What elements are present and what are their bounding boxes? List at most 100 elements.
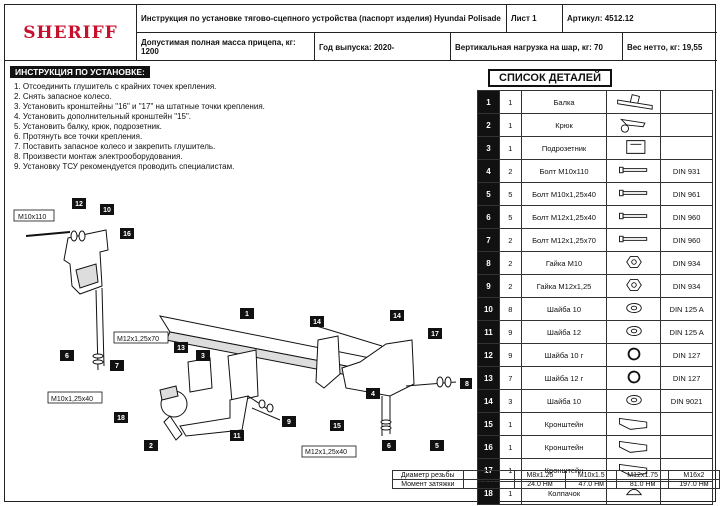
callout-number: 3 xyxy=(201,353,205,360)
socket-bracket-drawing xyxy=(187,357,213,393)
bolt-icon xyxy=(606,205,662,229)
callout-badge: 12 xyxy=(72,198,86,209)
callout-badge: 5 xyxy=(430,440,444,451)
thread-diameter: М16х2 xyxy=(667,470,720,480)
callout-number: 1 xyxy=(245,311,249,318)
bolt-icon xyxy=(606,182,662,206)
part-number: 2 xyxy=(477,113,500,137)
callout-badge: 1 xyxy=(240,308,254,319)
center-mount-drawing xyxy=(227,349,259,403)
instruction-step: 9. Установку ТСУ рекомендуется проводить… xyxy=(14,162,235,171)
article-number: Артикул: 4512.12 xyxy=(563,5,717,33)
part-standard xyxy=(660,113,713,137)
part-name: Подрозетник xyxy=(520,136,608,160)
label-m10x110: М10х110 xyxy=(18,214,46,221)
callout-badge: 6 xyxy=(60,350,74,361)
part-quantity: 9 xyxy=(498,343,522,367)
part-name: Гайка М10 xyxy=(520,251,608,275)
callout-number: 9 xyxy=(287,419,291,426)
beam-icon xyxy=(606,90,662,114)
instruction-step: 1. Отсоединить глушитель с крайних точек… xyxy=(14,82,217,91)
part-number: 7 xyxy=(477,228,500,252)
callout-number: 17 xyxy=(431,331,439,338)
callout-number: 18 xyxy=(117,415,125,422)
part-quantity: 5 xyxy=(498,205,522,229)
callout-badge: 18 xyxy=(114,412,128,423)
part-standard: DIN 9021 xyxy=(660,389,713,413)
logo-text: SHERIFF xyxy=(23,23,118,43)
part-number: 5 xyxy=(477,182,500,206)
part-number: 16 xyxy=(477,435,500,459)
tightening-torque: 9.8 Нм xyxy=(462,479,515,489)
callout-number: 16 xyxy=(123,231,131,238)
part-number: 4 xyxy=(477,159,500,183)
label-m12x40: М12х1,25х40 xyxy=(305,449,347,456)
part-quantity: 2 xyxy=(498,251,522,275)
label-m10x40: М10х1,25х40 xyxy=(51,396,93,403)
vertical-load: Вертикальная нагрузка на шар, кг: 70 xyxy=(451,33,623,61)
callout-badge: 14 xyxy=(390,310,404,321)
callout-badge: 6 xyxy=(382,440,396,451)
callout-badge: 2 xyxy=(144,440,158,451)
production-year: Год выпуска: 2020- xyxy=(315,33,451,61)
part-standard: DIN 127 xyxy=(660,366,713,390)
callout-number: 6 xyxy=(65,353,69,360)
part-quantity: 7 xyxy=(498,366,522,390)
tightening-torque: 197.0 Нм xyxy=(667,479,720,489)
callout-badge: 15 xyxy=(330,420,344,431)
thread-diameter: М10х1.5 xyxy=(565,470,618,480)
instruction-step: 8. Произвести монтаж электрооборудования… xyxy=(14,152,183,161)
part-number: 11 xyxy=(477,320,500,344)
part-number: 10 xyxy=(477,297,500,321)
spring-washer-icon xyxy=(606,343,662,367)
bracket-icon xyxy=(606,435,662,459)
callout-number: 7 xyxy=(115,363,119,370)
callout-number: 14 xyxy=(393,313,401,320)
part-standard: DIN 934 xyxy=(660,274,713,298)
part-quantity: 2 xyxy=(498,274,522,298)
thread-diameter: М8х1.25 xyxy=(513,470,567,480)
sheet-number: Лист 1 xyxy=(507,5,563,33)
part-quantity: 2 xyxy=(498,159,522,183)
part-number: 9 xyxy=(477,274,500,298)
part-name: Крюк xyxy=(520,113,608,137)
part-name: Кронштейн xyxy=(520,435,608,459)
part-quantity: 1 xyxy=(498,90,522,114)
torque-value-label: Момент затяжки xyxy=(392,479,464,489)
bolt-icon xyxy=(606,159,662,183)
part-standard xyxy=(660,136,713,160)
part-standard: DIN 934 xyxy=(660,251,713,275)
part-standard xyxy=(660,412,713,436)
callout-number: 12 xyxy=(75,201,83,208)
tightening-torque: 81.0 Нм xyxy=(616,479,669,489)
part-number: 8 xyxy=(477,251,500,275)
part-name: Шайба 10 xyxy=(520,297,608,321)
part-quantity: 1 xyxy=(498,136,522,160)
callout-number: 4 xyxy=(371,391,375,398)
bracket-icon xyxy=(606,412,662,436)
document-title: Инструкция по установке тягово-сцепного … xyxy=(137,5,507,33)
part-quantity: 1 xyxy=(498,435,522,459)
instruction-step: 5. Установить балку, крюк, подрозетник. xyxy=(14,122,162,131)
bracket-15-drawing xyxy=(315,335,341,389)
part-quantity: 1 xyxy=(498,412,522,436)
part-quantity: 1 xyxy=(498,113,522,137)
callout-number: 11 xyxy=(233,433,241,440)
callout-number: 8 xyxy=(465,381,469,388)
callout-number: 13 xyxy=(177,345,185,352)
thread-diameter: М12х1.75 xyxy=(616,470,669,480)
part-number: 3 xyxy=(477,136,500,160)
part-name: Балка xyxy=(520,90,608,114)
part-standard: DIN 931 xyxy=(660,159,713,183)
part-number: 12 xyxy=(477,343,500,367)
